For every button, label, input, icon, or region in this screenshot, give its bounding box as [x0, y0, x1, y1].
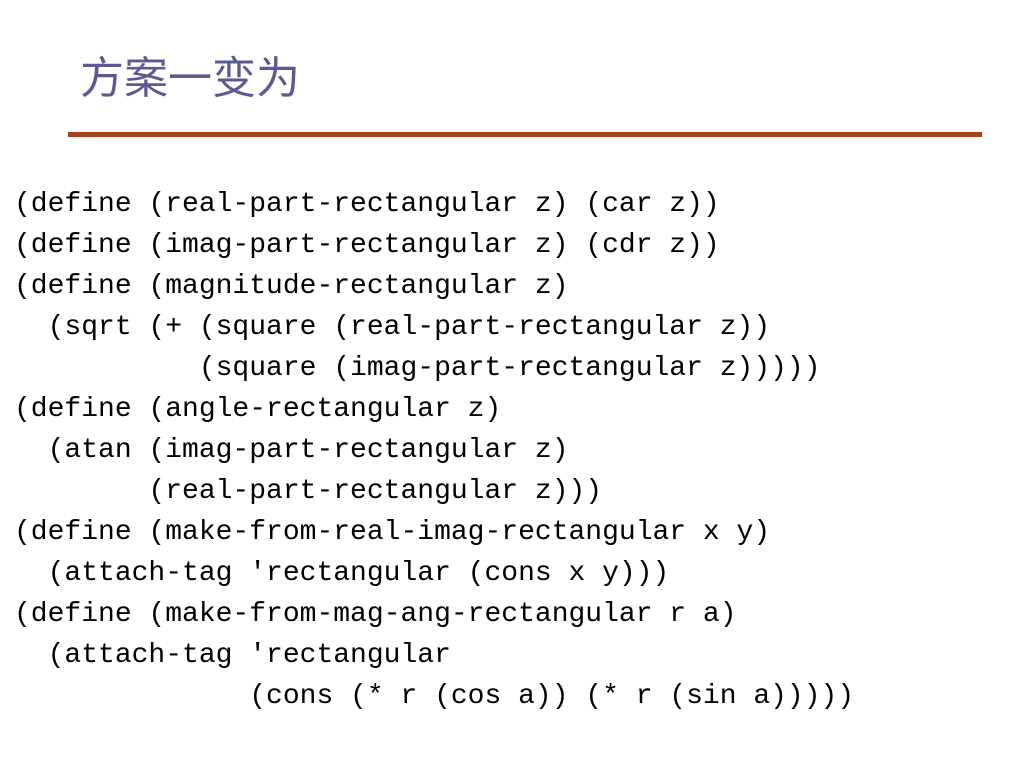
code-line: (square (imag-part-rectangular z)))))	[14, 353, 821, 384]
title-divider	[68, 132, 982, 137]
code-block: (define (real-part-rectangular z) (car z…	[14, 184, 854, 717]
code-line: (define (real-part-rectangular z) (car z…	[14, 189, 720, 220]
code-line: (define (make-from-real-imag-rectangular…	[14, 517, 771, 548]
code-line: (cons (* r (cos a)) (* r (sin a)))))	[14, 681, 855, 712]
code-line: (attach-tag 'rectangular	[14, 640, 451, 671]
code-line: (define (magnitude-rectangular z)	[14, 271, 569, 302]
code-line: (real-part-rectangular z)))	[14, 476, 603, 507]
code-line: (define (make-from-mag-ang-rectangular r…	[14, 599, 737, 630]
code-line: (sqrt (+ (square (real-part-rectangular …	[14, 312, 771, 343]
code-line: (define (imag-part-rectangular z) (cdr z…	[14, 230, 720, 261]
code-line: (atan (imag-part-rectangular z)	[14, 435, 569, 466]
code-line: (define (angle-rectangular z)	[14, 394, 502, 425]
slide-title: 方案一变为	[80, 53, 300, 104]
code-line: (attach-tag 'rectangular (cons x y)))	[14, 558, 670, 589]
